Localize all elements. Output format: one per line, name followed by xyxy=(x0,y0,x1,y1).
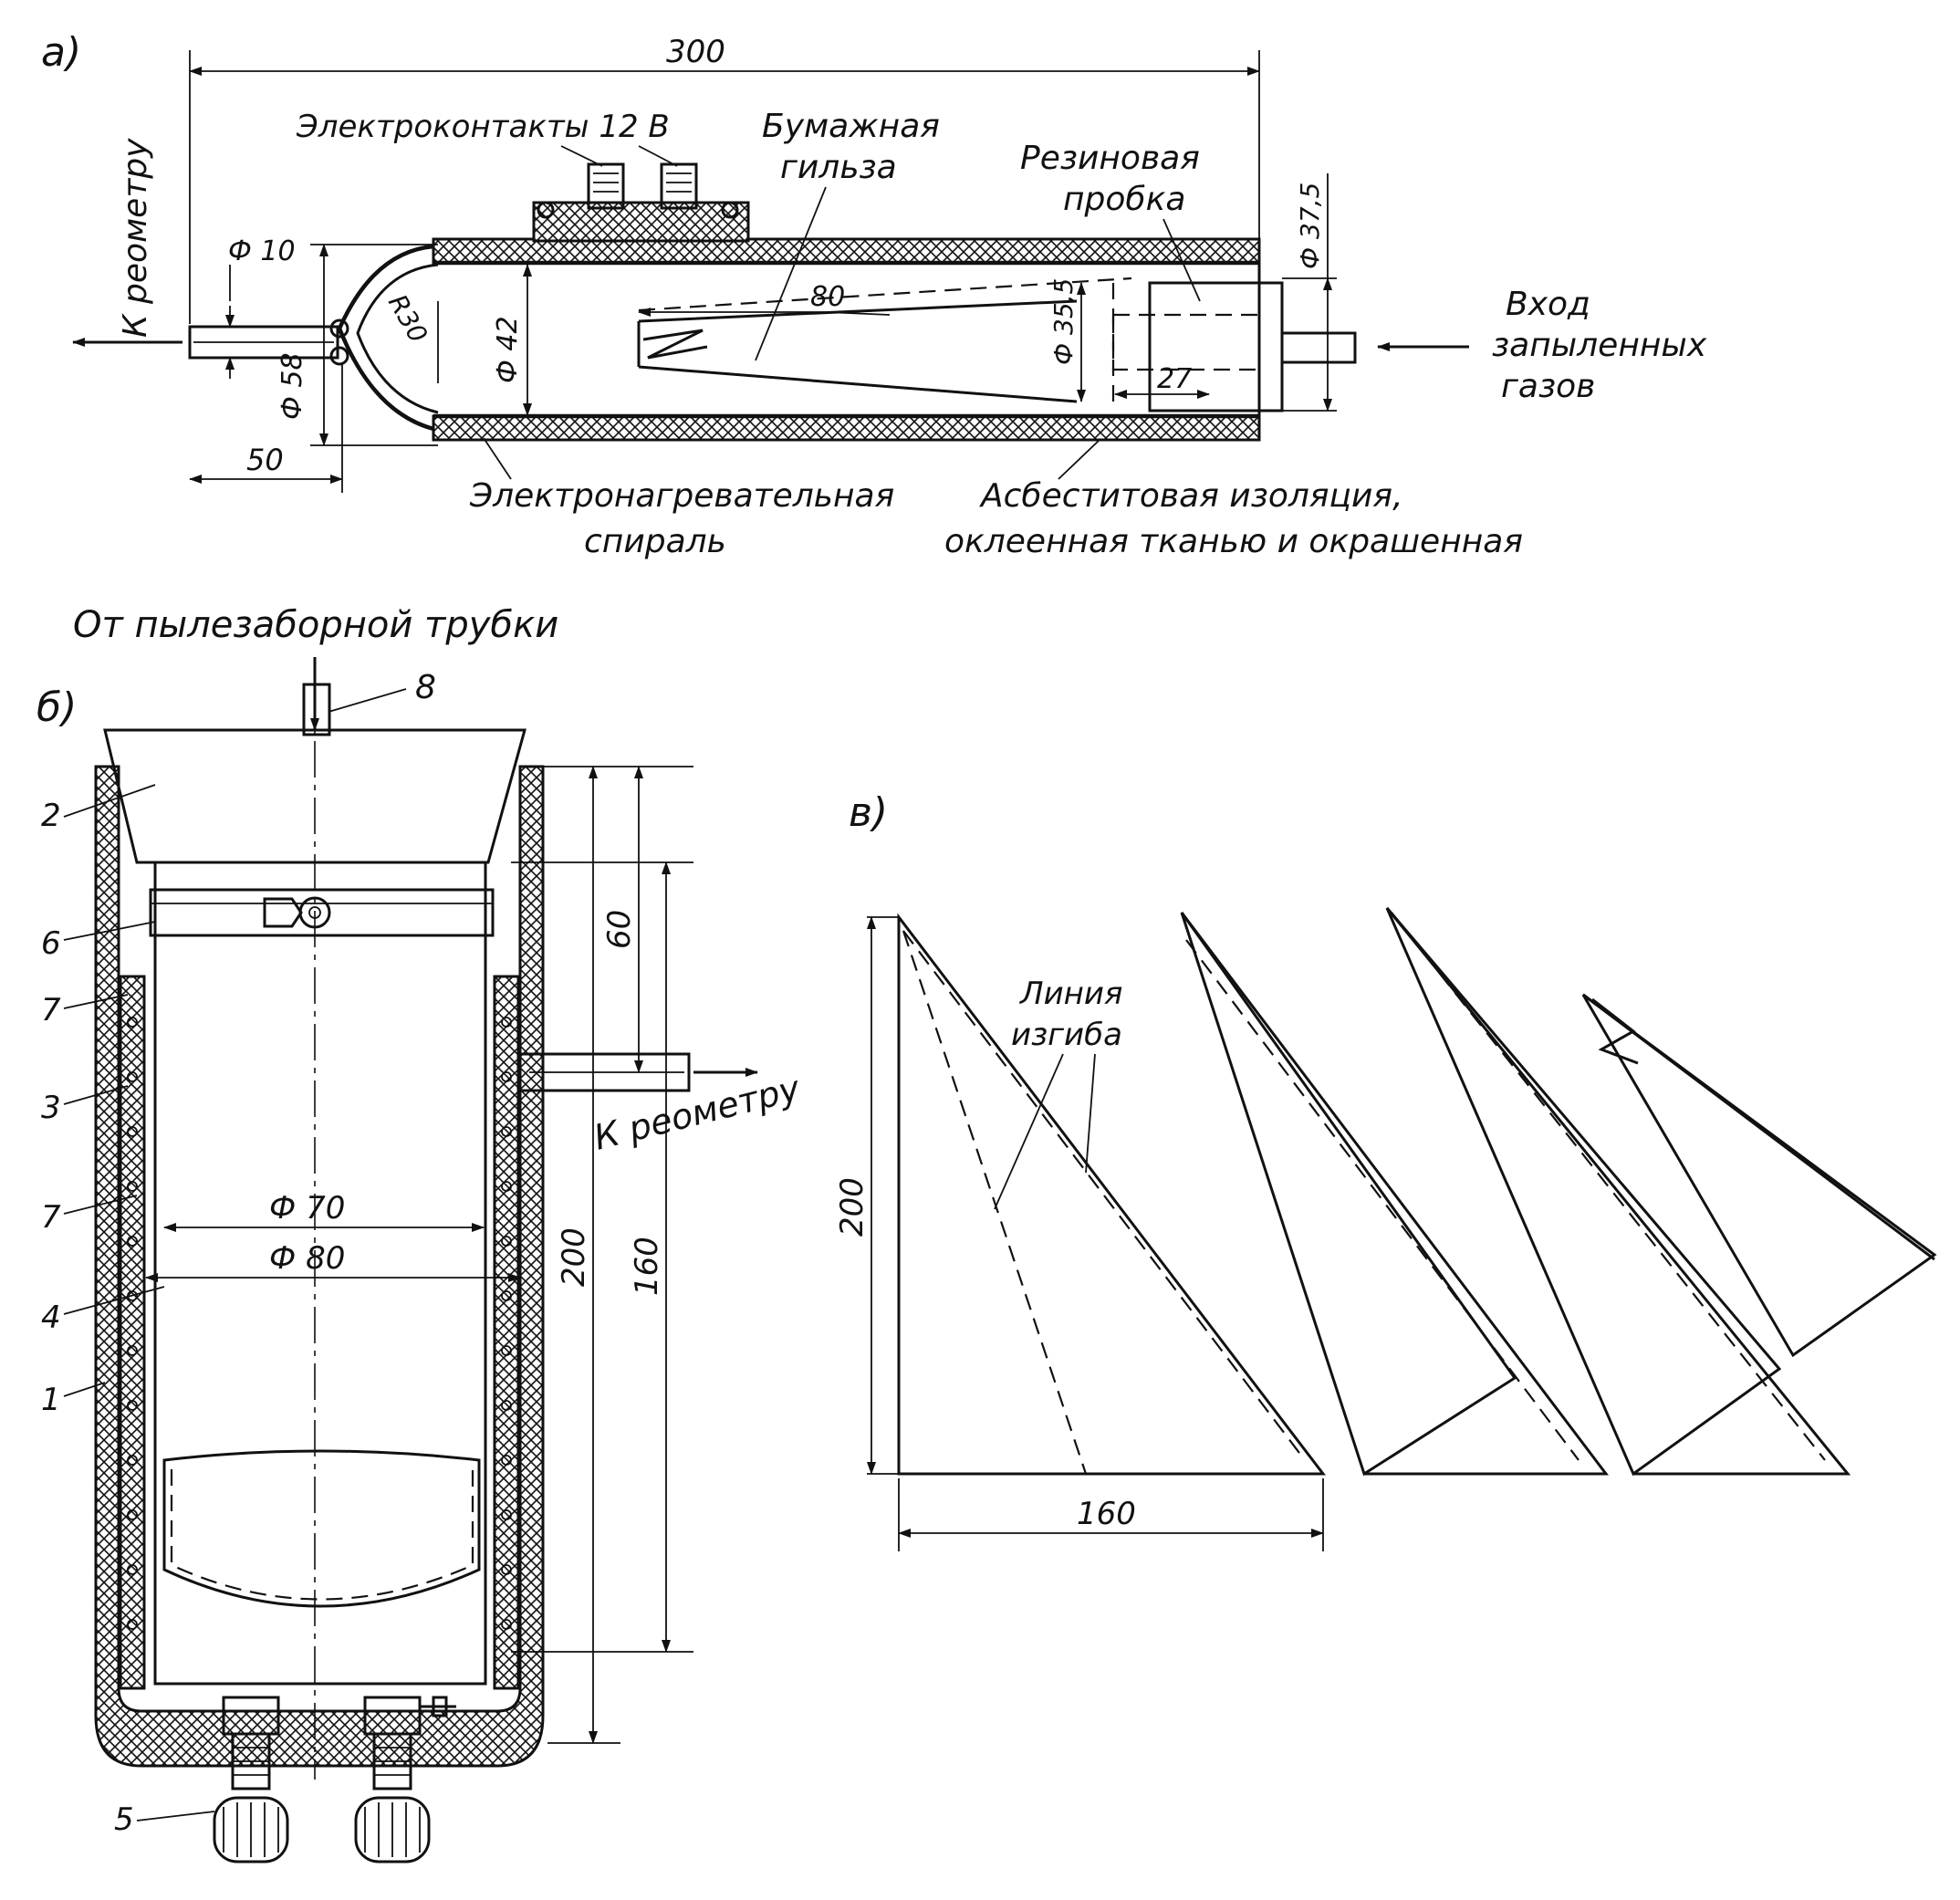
dim-d42: Ф 42 xyxy=(492,316,524,383)
dim-27: 27 xyxy=(1157,363,1192,395)
terminal-right xyxy=(354,1696,456,1863)
panel-a: а) 300 xyxy=(41,29,1707,560)
label-rubber-plug-1: Резиновая xyxy=(1020,140,1200,177)
label-asbestos-1: Асбеститовая изоляция, xyxy=(979,477,1403,515)
heater-wall-right xyxy=(493,975,520,1690)
dim-d35-5: Ф 35,5 xyxy=(1048,278,1079,365)
funnel-cap xyxy=(103,728,526,864)
panel-b: б) От пылезаборной трубки xyxy=(36,604,805,1863)
dim-d37-5: Ф 37,5 xyxy=(1295,183,1325,269)
heater-wall-left xyxy=(119,975,146,1690)
heater-coil-right xyxy=(501,1017,512,1630)
dim-160-c: 160 xyxy=(1077,1496,1136,1532)
callout-5: 5 xyxy=(114,1801,134,1838)
label-rubber-plug-2: пробка xyxy=(1063,181,1185,218)
filter-bag xyxy=(162,1449,481,1608)
vessel-outer xyxy=(94,765,545,1768)
label-paper-sleeve-2: гильза xyxy=(780,149,897,186)
outlet-pipe xyxy=(188,325,339,360)
panel-c: в) Линия изгиба 200 160 xyxy=(834,789,1937,1551)
callout-7a: 7 xyxy=(41,992,61,1028)
dim-r30: R30 xyxy=(382,289,433,348)
label-contacts: Электроконтакты 12 В xyxy=(296,109,670,145)
label-inlet-3: газов xyxy=(1501,368,1595,405)
contacts-block xyxy=(532,201,750,243)
callout-4: 4 xyxy=(41,1300,61,1336)
dim-d70: Ф 70 xyxy=(269,1190,345,1227)
callout-3: 3 xyxy=(41,1090,61,1126)
dim-d58: Ф 58 xyxy=(276,352,308,420)
fold-step-4 xyxy=(1581,993,1937,1358)
fold-step-3 xyxy=(1385,907,1782,1477)
label-to-rheometer-a: К реометру xyxy=(117,138,154,338)
callout-1: 1 xyxy=(41,1382,61,1418)
dim-160-b: 160 xyxy=(629,1237,665,1296)
label-heater-1: Электронагревательная xyxy=(469,477,894,515)
terminal-left xyxy=(213,1696,289,1863)
dim-80: 80 xyxy=(810,281,845,313)
dim-200-c: 200 xyxy=(834,1177,871,1237)
label-to-rheometer-b: К реометру xyxy=(590,1068,805,1158)
label-inlet-2: запыленных xyxy=(1492,327,1707,364)
dim-60: 60 xyxy=(601,910,638,949)
label-inlet-1: Вход xyxy=(1506,286,1590,323)
label-asbestos-2: оклеенная тканью и окрашенная xyxy=(944,523,1523,560)
paper-cone xyxy=(637,299,1078,403)
callout-6: 6 xyxy=(41,925,61,962)
clamp-band xyxy=(149,888,495,937)
outlet-pipe-b xyxy=(518,1052,691,1092)
label-bend-line-2: изгиба xyxy=(1011,1017,1122,1053)
nozzle-cap xyxy=(337,244,434,432)
label-bend-line-1: Линия xyxy=(1018,976,1122,1012)
label-from-dust-tube: От пылезаборной трубки xyxy=(73,604,558,646)
dim-d80: Ф 80 xyxy=(269,1240,345,1277)
callout-8: 8 xyxy=(415,669,436,706)
panel-a-label: а) xyxy=(41,29,81,76)
callout-2: 2 xyxy=(41,798,61,834)
label-heater-2: спираль xyxy=(584,523,726,560)
panel-c-label: в) xyxy=(849,789,888,836)
dim-300: 300 xyxy=(666,34,725,70)
callout-7b: 7 xyxy=(41,1199,61,1236)
dim-50: 50 xyxy=(246,443,284,477)
dim-d10: Ф 10 xyxy=(228,235,296,267)
dim-200-b: 200 xyxy=(556,1227,592,1287)
label-paper-sleeve-1: Бумажная xyxy=(762,108,940,145)
asbestos-insulation-bottom xyxy=(432,414,1261,442)
fold-step-2 xyxy=(1180,912,1517,1477)
asbestos-insulation-top xyxy=(432,237,1261,265)
flat-pattern xyxy=(897,913,1327,1476)
panel-b-label: б) xyxy=(36,684,77,731)
inlet-pipe xyxy=(1280,331,1357,364)
